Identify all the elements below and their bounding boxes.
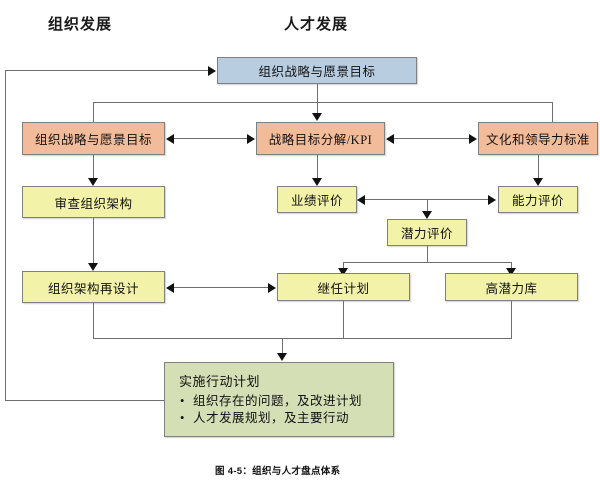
connector-drop-to-potential (427, 199, 428, 212)
connector-potential-bus (343, 262, 512, 263)
arrowhead-feedback-to-top-strategy (208, 66, 216, 76)
arrowhead-to-redesign (88, 263, 98, 271)
node-potential-label: 潜力评价 (400, 227, 453, 241)
node-culture[interactable]: 文化和领导力标准 (478, 122, 598, 155)
node-redesign-label: 组织架构再设计 (47, 281, 139, 296)
connector-culture-to-competency (538, 155, 539, 180)
arrowhead-to-kpi (312, 113, 322, 121)
connector-drop-to-kpi (317, 102, 318, 114)
connector-review-to-redesign (93, 218, 94, 265)
node-review-structure-label: 审查组织架构 (54, 196, 133, 211)
node-redesign[interactable]: 组织架构再设计 (22, 271, 165, 303)
node-potential[interactable]: 潜力评价 (387, 219, 467, 246)
connector-org-strategy-to-review (93, 155, 94, 180)
list-item: 人才发展规划，及主要行动 (179, 410, 393, 427)
node-succession-label: 继任计划 (317, 281, 370, 296)
node-kpi-label: 战略目标分解/KPI (268, 133, 373, 147)
connector-org-strategy-kpi (173, 138, 248, 139)
connector-feedback-horizontal-top (5, 70, 210, 71)
connector-talent-pool-down (511, 301, 512, 338)
connector-drop-to-succession (343, 262, 344, 270)
arrowhead-kpi-culture-left (386, 134, 394, 144)
connector-merge-to-action-plan (282, 338, 283, 356)
arrowhead-kpi-culture-right (469, 134, 477, 144)
node-top-strategy-label: 组织战略与愿景目标 (258, 65, 376, 79)
connector-succession-down (343, 301, 344, 338)
arrowhead-to-review-structure (88, 178, 98, 186)
arrowhead-org-strategy-kpi-left (166, 134, 174, 144)
figure-caption: 图 4-5：组织与人才盘点体系 (215, 466, 341, 477)
arrowhead-to-succession (338, 268, 348, 276)
arrowhead-to-potential (422, 211, 432, 219)
node-succession[interactable]: 继任计划 (277, 273, 410, 301)
arrowhead-performance-competency-left (357, 195, 365, 205)
column-header-talent-development: 人才发展 (284, 17, 349, 33)
arrowhead-to-action-plan (277, 353, 287, 361)
arrowhead-to-performance (312, 178, 322, 186)
arrowhead-redesign-succession-left (166, 283, 174, 293)
column-header-org-development: 组织发展 (48, 17, 113, 33)
node-action-plan-title: 实施行动计划 (179, 374, 261, 389)
arrowhead-org-strategy-kpi-right (247, 134, 255, 144)
node-competency-label: 能力评价 (511, 194, 564, 208)
arrowhead-to-competency (533, 178, 543, 186)
connector-redesign-succession (173, 287, 269, 288)
arrowhead-to-talent-pool (506, 268, 516, 276)
connector-merge-bus (93, 338, 512, 339)
arrowhead-performance-competency-right (488, 195, 496, 205)
node-competency[interactable]: 能力评价 (498, 186, 578, 213)
connector-performance-competency (364, 199, 489, 200)
node-review-structure[interactable]: 审查组织架构 (22, 186, 165, 218)
node-action-plan-bullets: 组织存在的问题，及改进计划 人才发展规划，及主要行动 (179, 393, 393, 427)
connector-kpi-to-performance (317, 155, 318, 180)
node-performance[interactable]: 业绩评价 (277, 186, 357, 213)
node-culture-label: 文化和领导力标准 (485, 133, 590, 147)
node-action-plan[interactable]: 实施行动计划 组织存在的问题，及改进计划 人才发展规划，及主要行动 (164, 362, 394, 437)
node-top-strategy[interactable]: 组织战略与愿景目标 (217, 57, 417, 84)
node-talent-pool-label: 高潜力库 (485, 281, 538, 296)
connector-drop-to-culture (552, 102, 553, 122)
connector-drop-to-org-strategy (93, 102, 94, 122)
node-performance-label: 业绩评价 (290, 194, 343, 208)
arrowhead-redesign-succession-right (268, 283, 276, 293)
connector-distribution-bus (93, 102, 553, 103)
connector-feedback-vertical (5, 70, 6, 401)
connector-top-strategy-stem (317, 84, 318, 102)
list-item: 组织存在的问题，及改进计划 (179, 393, 393, 410)
node-kpi[interactable]: 战略目标分解/KPI (256, 122, 385, 155)
node-org-strategy[interactable]: 组织战略与愿景目标 (22, 122, 165, 155)
connector-potential-stem (427, 246, 428, 262)
node-talent-pool[interactable]: 高潜力库 (445, 273, 578, 301)
connector-kpi-culture (393, 138, 470, 139)
node-org-strategy-label: 组织战略与愿景目标 (34, 133, 152, 147)
connector-feedback-horizontal-bottom (5, 400, 164, 401)
connector-drop-to-talent-pool (511, 262, 512, 270)
connector-redesign-down (93, 303, 94, 338)
